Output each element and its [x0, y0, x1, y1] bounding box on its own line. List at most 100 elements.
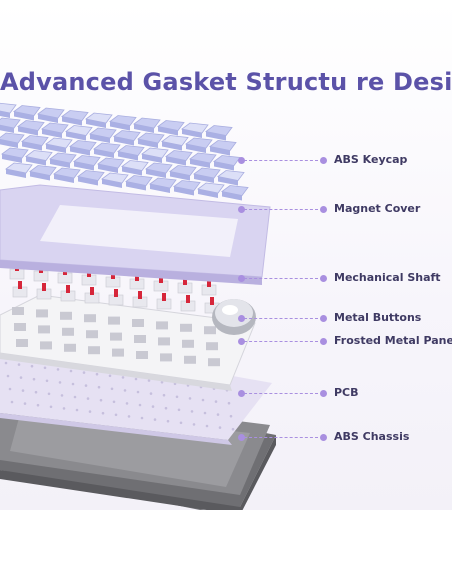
- keycap: [193, 167, 221, 179]
- callout-dashed-line: [244, 341, 318, 342]
- pcb-hole: [127, 415, 131, 418]
- keycap-side: [18, 126, 38, 136]
- keycap: [25, 150, 53, 161]
- keycap: [125, 175, 153, 186]
- keycap: [53, 167, 81, 179]
- keycap: [121, 160, 149, 171]
- keycap-side: [214, 161, 234, 171]
- keycap-side: [86, 119, 106, 128]
- plate-cutout: [108, 316, 120, 325]
- keycap-side: [194, 174, 214, 183]
- plate-cutout: [86, 330, 98, 339]
- pcb-hole: [218, 426, 222, 429]
- plate-cutout: [132, 319, 144, 327]
- pcb-hole: [82, 371, 86, 374]
- pcb-layer: [0, 345, 272, 445]
- keycap: [85, 112, 113, 124]
- pcb-hole: [21, 389, 25, 392]
- plate-cutout: [204, 326, 216, 335]
- plate-cutout: [184, 355, 196, 364]
- pcb-hole: [19, 376, 23, 379]
- pcb-hole: [231, 427, 235, 431]
- plate-cutout: [40, 341, 52, 350]
- pcb-hole: [177, 408, 181, 412]
- plate-cutout: [156, 321, 168, 330]
- callout-anchor-dot: [238, 338, 245, 345]
- callout-anchor-dot: [238, 390, 245, 397]
- keycap-side: [70, 146, 90, 156]
- pcb-hole: [10, 400, 14, 404]
- keycap-side: [218, 176, 238, 186]
- switch-stem: [183, 277, 187, 285]
- pcb-hole: [84, 384, 88, 387]
- pcb-hole: [99, 398, 103, 402]
- callout-label: Magnet Cover: [334, 202, 421, 215]
- keycap-side: [46, 144, 66, 153]
- callout-anchor-dot: [238, 315, 245, 322]
- keycap: [217, 170, 245, 181]
- callout-magnet-cover: Magnet Cover: [0, 202, 452, 218]
- keycap-side: [74, 161, 94, 171]
- keycap-side: [78, 176, 98, 186]
- pcb-hole: [205, 424, 209, 428]
- keycap: [133, 117, 161, 129]
- banner-title: Advanced Gasket Structu re Design: [0, 68, 452, 96]
- pcb-hole: [8, 387, 12, 391]
- pcb-hole: [49, 405, 53, 409]
- pcb-hole: [227, 401, 231, 405]
- keycap: [165, 150, 193, 161]
- keycap-side: [138, 139, 158, 148]
- pcb-hole: [75, 408, 79, 412]
- callout-dashed-line: [244, 393, 318, 394]
- pcb-hole: [86, 397, 90, 400]
- pcb-hole: [192, 423, 196, 426]
- keycap-side: [186, 144, 206, 153]
- switch-stem: [210, 297, 214, 305]
- keycap-side: [38, 114, 58, 123]
- keycap: [101, 172, 129, 184]
- pcb-hole: [136, 390, 140, 394]
- keycap-side: [114, 136, 134, 146]
- callout-anchor-dot: [238, 206, 245, 213]
- pcb-hole: [214, 400, 218, 403]
- callout-dot: [320, 275, 327, 282]
- callout-dashed-line: [244, 209, 318, 210]
- callout-dot: [320, 315, 327, 322]
- pcb-hole: [69, 369, 73, 373]
- keycap-side: [166, 156, 186, 166]
- pcb-hole: [121, 376, 125, 379]
- keycap-side: [90, 134, 110, 143]
- keycap-side: [26, 156, 46, 166]
- plate-cutout: [60, 311, 72, 320]
- callout-label: PCB: [334, 386, 359, 399]
- plate-cutout: [160, 353, 172, 362]
- switch-stem: [18, 281, 22, 289]
- plate-cutout: [158, 337, 170, 346]
- pcb-hole: [95, 372, 99, 376]
- switch-stem: [135, 273, 139, 281]
- pcb-hole: [32, 377, 36, 381]
- plate-cutout: [182, 339, 194, 348]
- keycap-side: [22, 141, 42, 151]
- pcb-hole: [134, 377, 138, 381]
- pcb-hole: [190, 410, 194, 413]
- exploded-keyboard-illustration: [0, 102, 276, 510]
- keycap: [0, 102, 17, 114]
- pcb-hole: [188, 397, 192, 400]
- keycap: [173, 180, 201, 191]
- plate-cutout: [38, 325, 50, 334]
- callout-dot: [320, 338, 327, 345]
- pcb-hole: [45, 379, 49, 383]
- keycap-side: [190, 159, 210, 168]
- callout-anchor-dot: [238, 157, 245, 164]
- switch-stem: [159, 275, 163, 283]
- keycap: [197, 182, 225, 194]
- keycap-side: [54, 174, 74, 183]
- keycap: [73, 155, 101, 166]
- callout-frosted-metal-panels: Frosted Metal Panels: [0, 334, 452, 350]
- keycap-side: [222, 191, 242, 201]
- pcb-hole: [23, 402, 27, 405]
- switch-stem: [42, 283, 46, 291]
- switch-stem: [138, 291, 142, 299]
- keycap: [37, 107, 65, 119]
